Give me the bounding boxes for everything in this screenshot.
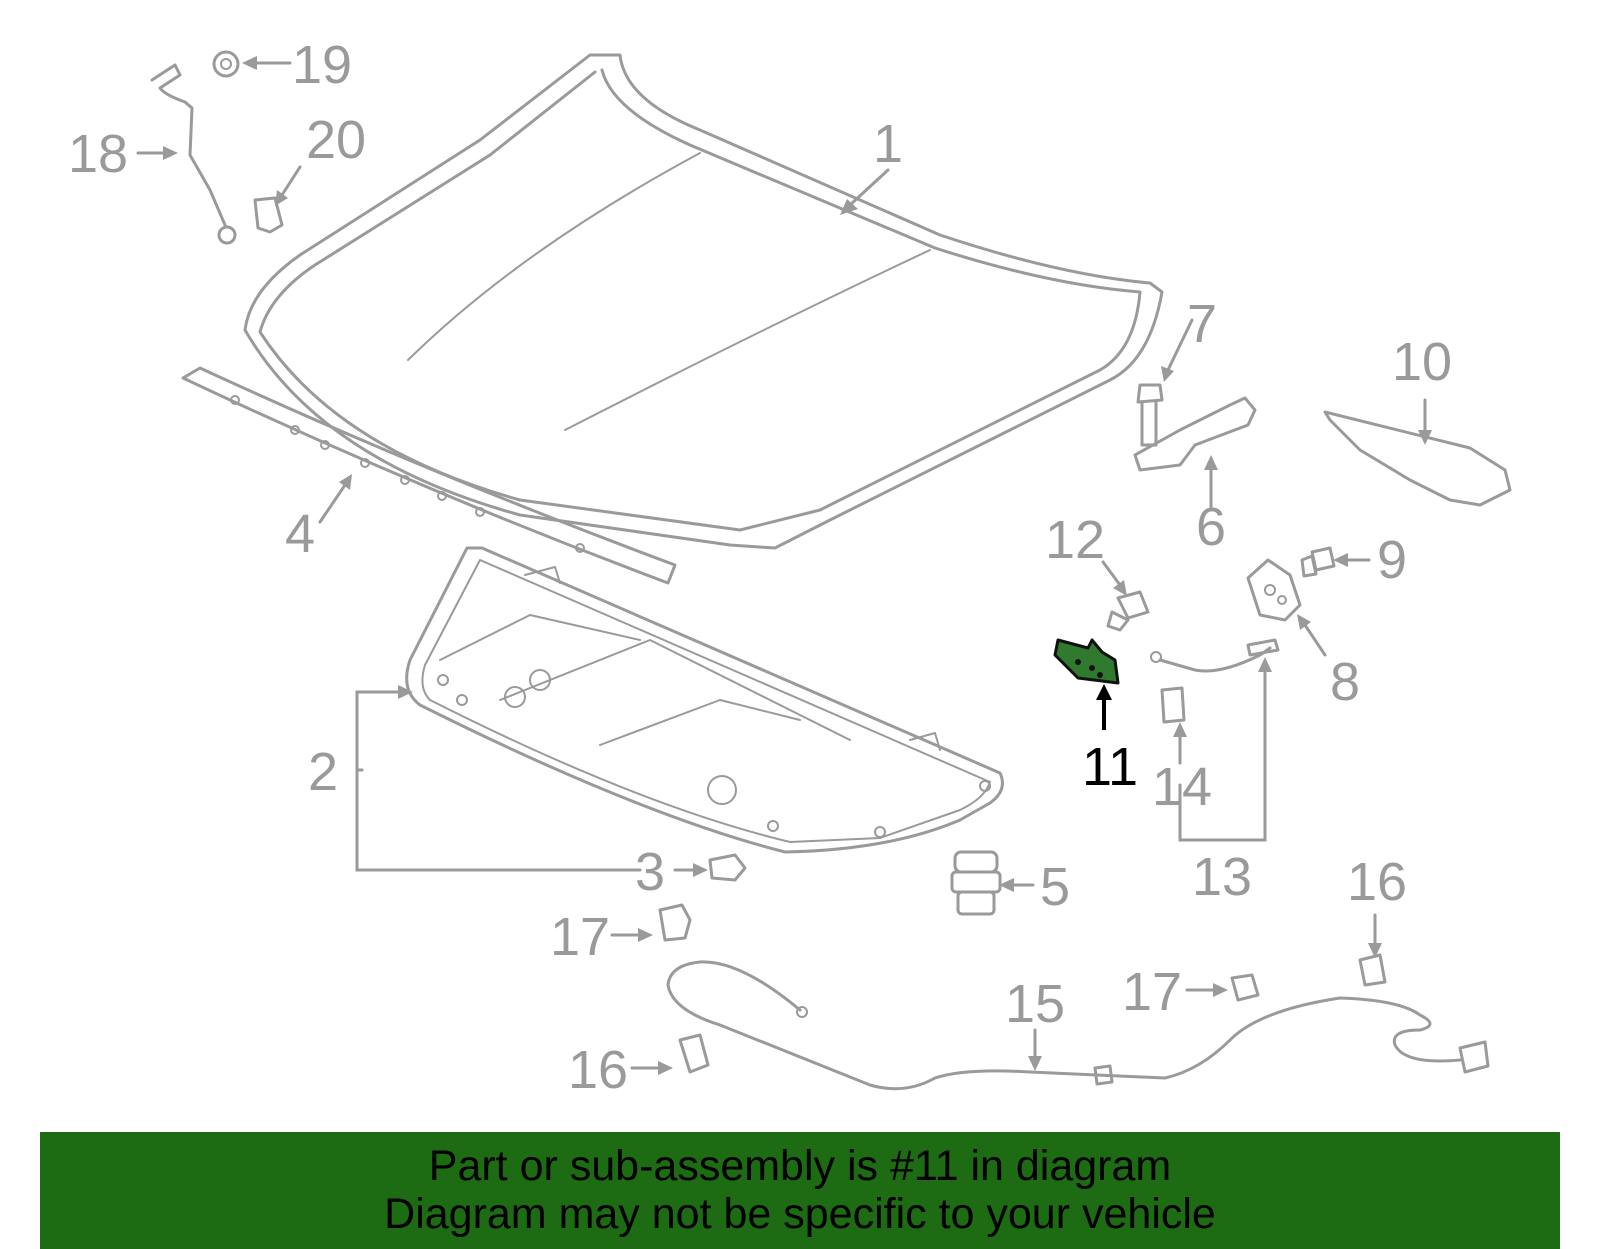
part-17-clip-right[interactable] (1230, 973, 1260, 1002)
info-banner: Part or sub-assembly is #11 in diagram D… (40, 1132, 1560, 1249)
part-16-clip-left[interactable] (678, 1033, 710, 1074)
callout-numbers: 1 2 3 4 5 6 7 8 9 10 11 12 13 14 15 16 1… (68, 35, 1452, 1100)
leader-lines (136, 56, 1432, 1075)
callout-7: 7 (1187, 294, 1217, 354)
callout-3: 3 (635, 842, 665, 902)
part-13-cable[interactable] (1150, 638, 1280, 673)
callout-17-right: 17 (1122, 962, 1182, 1022)
callout-16-right: 16 (1347, 852, 1407, 912)
callout-12: 12 (1045, 510, 1105, 570)
part-11-bracket-highlighted[interactable] (1053, 638, 1120, 685)
part-1-hood[interactable] (243, 53, 1164, 550)
part-7-bolt[interactable] (1136, 383, 1164, 447)
part-17-clip-left[interactable] (658, 903, 692, 942)
leader-line-11 (1096, 684, 1112, 730)
part-12-bolt[interactable] (1106, 590, 1150, 632)
part-4-seal[interactable] (181, 366, 677, 585)
banner-part-note: Part or sub-assembly is #11 in diagram (428, 1142, 1172, 1190)
banner-disclaimer: Diagram may not be specific to your vehi… (384, 1190, 1216, 1238)
part-10-hinge[interactable] (1323, 410, 1512, 507)
parts-diagram: 1 2 3 4 5 6 7 8 9 10 11 12 13 14 15 16 1… (68, 35, 1512, 1100)
part-5-cushion[interactable] (950, 850, 1002, 916)
part-15-release-cable[interactable] (666, 960, 1490, 1091)
callout-5: 5 (1040, 857, 1070, 917)
callout-17-left: 17 (550, 907, 610, 967)
callout-14: 14 (1152, 757, 1212, 817)
seal-holes (230, 395, 585, 553)
callout-11: 11 (1082, 737, 1138, 797)
part-6-hinge[interactable] (1133, 396, 1257, 472)
part-14-clip[interactable] (1160, 686, 1186, 724)
callout-19: 19 (292, 35, 352, 95)
part-19-grommet[interactable] (212, 50, 240, 78)
part-16-clip-right[interactable] (1358, 953, 1387, 987)
callout-4: 4 (285, 504, 315, 564)
callout-9: 9 (1377, 530, 1407, 590)
callout-15: 15 (1005, 974, 1065, 1034)
part-9-bolt[interactable] (1300, 546, 1336, 578)
callout-2: 2 (308, 742, 338, 802)
part-18-support-rod[interactable] (150, 63, 237, 245)
callout-13: 13 (1192, 847, 1252, 907)
callout-1: 1 (873, 114, 903, 174)
callout-16-left: 16 (568, 1040, 628, 1100)
part-8-lock[interactable] (1246, 558, 1302, 622)
callout-20: 20 (306, 110, 366, 170)
callout-6: 6 (1196, 497, 1226, 557)
callout-10: 10 (1392, 332, 1452, 392)
part-3-clip[interactable] (708, 853, 747, 882)
callout-18: 18 (68, 124, 128, 184)
callout-8: 8 (1330, 652, 1360, 712)
part-20-clip[interactable] (253, 196, 284, 234)
part-2-insulator[interactable] (405, 546, 1004, 854)
